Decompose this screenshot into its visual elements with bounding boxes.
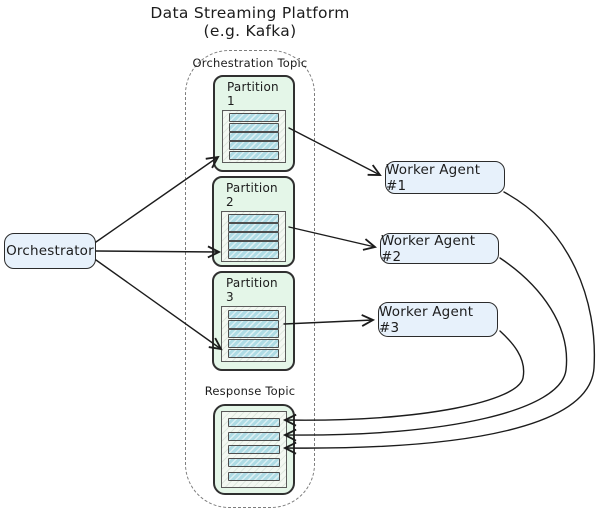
response-topic-box [213, 404, 295, 495]
message-bar [227, 339, 280, 349]
worker-agent-2-node: Worker Agent #2 [380, 232, 499, 265]
message-bar [228, 122, 280, 132]
message-bar [227, 471, 281, 481]
partition-3: Partition 3 [212, 271, 295, 371]
message-bar [227, 250, 280, 259]
message-bar [227, 418, 281, 428]
message-bar [227, 329, 280, 339]
message-bar [227, 319, 280, 329]
partition-2-messages [221, 211, 286, 262]
message-bar [228, 113, 280, 123]
message-bar [227, 349, 280, 359]
partition-1-label: Partition 1 [227, 80, 279, 108]
edge-worker-3-to-response-topic [282, 330, 525, 427]
message-bar [228, 131, 280, 141]
partition-2-label: Partition 2 [226, 181, 278, 209]
title-line1: Data Streaming Platform [150, 4, 350, 22]
message-bar [227, 444, 281, 454]
message-bar [227, 431, 281, 441]
message-bar [227, 309, 280, 319]
partition-3-messages [221, 306, 286, 362]
partition-1: Partition 1 [213, 75, 295, 172]
worker-agent-3-node: Worker Agent #3 [378, 302, 498, 337]
response-topic-label: Response Topic [204, 384, 296, 398]
worker-agent-3-label: Worker Agent #3 [379, 303, 474, 336]
response-topic-messages [221, 411, 287, 488]
message-bar [228, 141, 280, 151]
edge-worker-2-to-response-topic [282, 257, 568, 442]
worker-agent-2-label: Worker Agent #2 [381, 232, 476, 265]
message-bar [228, 150, 280, 160]
message-bar [227, 232, 280, 241]
partition-2: Partition 2 [212, 176, 295, 267]
partition-1-messages [222, 110, 286, 163]
partition-3-label: Partition 3 [226, 276, 278, 304]
orchestrator-label: Orchestrator [6, 243, 94, 259]
worker-agent-1-node: Worker Agent #1 [385, 161, 505, 194]
worker-agent-1-label: Worker Agent #1 [386, 161, 481, 194]
orchestrator-node: Orchestrator [4, 233, 96, 269]
message-bar [227, 241, 280, 250]
message-bar [227, 223, 280, 232]
diagram-title: Data Streaming Platform (e.g. Kafka) [100, 4, 400, 41]
message-bar [227, 214, 280, 223]
orchestration-topic-label: Orchestration Topic [192, 56, 308, 70]
title-line2: (e.g. Kafka) [203, 22, 297, 41]
message-bar [227, 458, 281, 468]
